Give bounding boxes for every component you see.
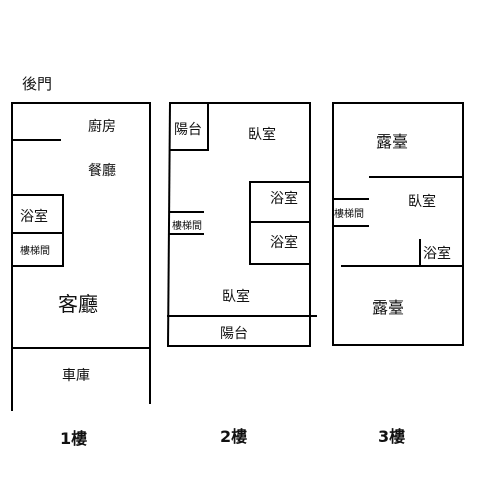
floor2-bathroom-2-label: 浴室 <box>270 234 298 251</box>
floor2-stairs-label: 樓梯間 <box>172 219 202 232</box>
floor2-bathroom-1-label: 浴室 <box>270 190 298 207</box>
floor-2-plan: 陽台 臥室 浴室 浴室 樓梯間 臥室 陽台 <box>166 101 317 348</box>
floor3-bathroom-label: 浴室 <box>423 245 451 262</box>
floor-1-plan: 廚房 餐廳 浴室 樓梯間 客廳 車庫 <box>11 102 151 411</box>
floor3-terrace-top-label: 露臺 <box>376 132 408 151</box>
floor1-stairs-label: 樓梯間 <box>20 244 50 257</box>
floor3-terrace-bottom-label: 露臺 <box>372 298 404 317</box>
floor1-bathroom-label: 浴室 <box>20 208 48 225</box>
floor3-stairs-label: 樓梯間 <box>334 207 364 220</box>
floor2-balcony-bottom-label: 陽台 <box>220 326 248 342</box>
floor3-caption: 3樓 <box>378 427 405 446</box>
floor2-balcony-top-label: 陽台 <box>174 122 202 138</box>
floor3-outer-walls <box>332 102 464 346</box>
floor2-caption: 2樓 <box>220 427 247 446</box>
floor1-caption: 1樓 <box>60 429 87 448</box>
floor-3-plan: 露臺 樓梯間 臥室 浴室 露臺 <box>332 102 464 346</box>
back-door-label: 後門 <box>22 75 52 93</box>
floor2-bedroom-top-label: 臥室 <box>248 126 276 143</box>
floor2-bedroom-bottom-label: 臥室 <box>222 288 250 305</box>
floor1-living-label: 客廳 <box>58 292 98 316</box>
floor1-dining-label: 餐廳 <box>88 162 116 179</box>
floor1-kitchen-label: 廚房 <box>88 118 116 135</box>
floor1-garage-label: 車庫 <box>62 367 90 384</box>
floor2-wall-left <box>166 101 172 348</box>
floor3-bedroom-label: 臥室 <box>408 193 436 210</box>
